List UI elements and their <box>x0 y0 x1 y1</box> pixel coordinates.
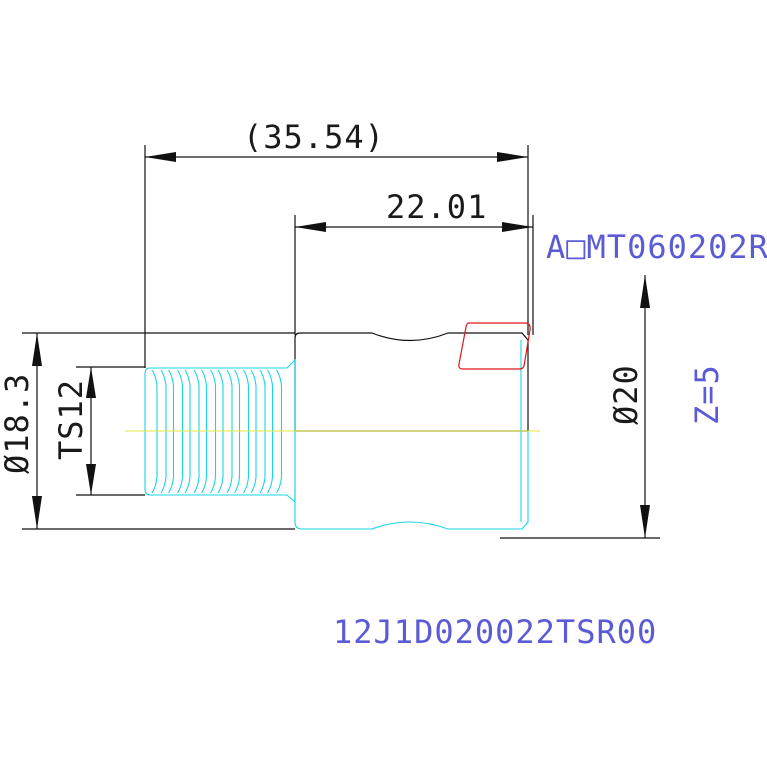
dim-body-length: 22.01 <box>386 188 487 226</box>
arrow-body-right <box>502 222 533 232</box>
arrow-ts-top <box>86 367 96 398</box>
arrow-thread-dia-bottom <box>32 496 42 529</box>
insert-code-label: A□MT060202R <box>546 228 767 266</box>
tool-body-lower <box>294 340 529 530</box>
arrow-overall-right <box>497 152 528 162</box>
arrow-thread-dia-top <box>32 333 42 366</box>
insert-outline <box>458 322 531 370</box>
dim-thread-diameter: Ø18.3 <box>0 373 36 474</box>
dim-overall-length: (35.54) <box>243 118 385 156</box>
part-number-label: 12J1D020022TSR00 <box>333 613 657 651</box>
arrow-ts-bottom <box>86 464 96 495</box>
dim-thread-spec: TS12 <box>52 379 90 460</box>
tool-body-upper <box>294 332 529 432</box>
arrow-body-left <box>295 222 326 232</box>
flute-count-label: Z=5 <box>688 364 726 425</box>
arrow-body-dia-bottom <box>640 505 650 538</box>
arrow-overall-left <box>145 152 176 162</box>
arrow-body-dia-top <box>640 275 650 308</box>
dim-body-diameter: Ø20 <box>607 364 645 425</box>
